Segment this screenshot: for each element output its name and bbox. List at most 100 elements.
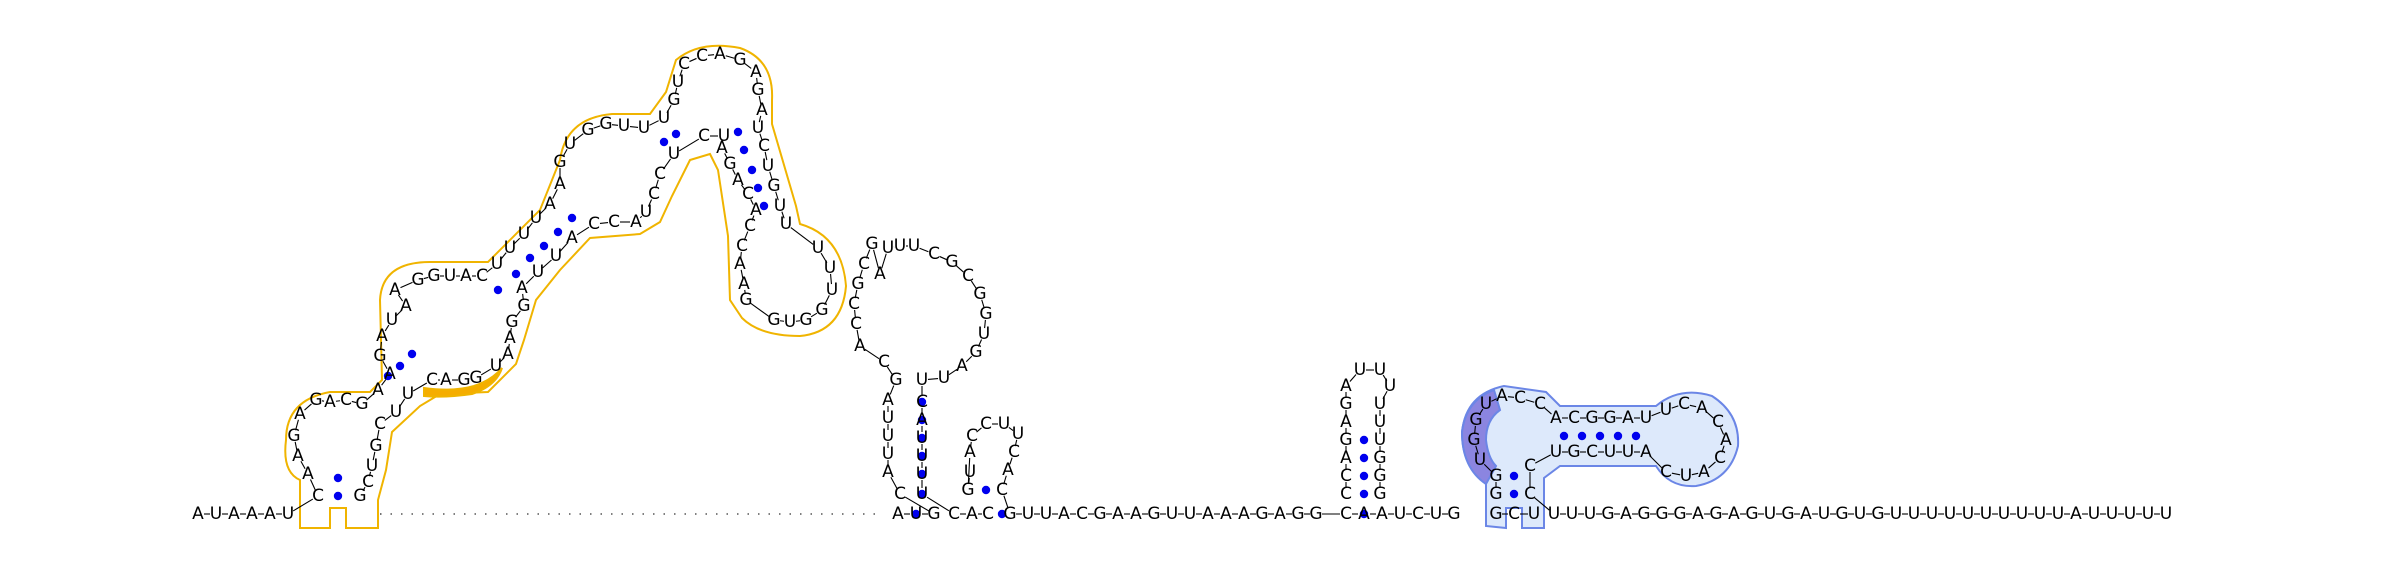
nucleotide-U: U (444, 266, 456, 286)
nucleotide-A: A (246, 504, 258, 524)
nucleotide-A: A (854, 336, 866, 356)
nucleotide-A: A (228, 504, 240, 524)
backbone-bond (965, 355, 973, 363)
nucleotide-C: C (1660, 462, 1672, 482)
nucleotide-U: U (2142, 504, 2154, 524)
nucleotide-U: U (978, 324, 990, 344)
base-pair-dot (1509, 471, 1519, 481)
base-pair-dot (747, 165, 757, 175)
nucleotide-U: U (998, 414, 1010, 434)
backbone-bond (655, 179, 659, 189)
nucleotide-C: C (962, 266, 974, 286)
base-pair-dot (917, 451, 927, 461)
nucleotide-U: U (964, 462, 976, 482)
backbone-bond (769, 171, 773, 181)
backbone-bond (559, 242, 569, 252)
nucleotide-A: A (716, 138, 728, 158)
nucleotide-C: C (1340, 466, 1352, 486)
nucleotide-G: G (945, 252, 958, 272)
backbone-bond (732, 169, 736, 175)
base-pair-dot (395, 361, 405, 371)
backbone-bond (758, 115, 762, 123)
backbone-bond (300, 460, 306, 470)
backbone-bond (919, 247, 929, 253)
nucleotide-C: C (362, 472, 374, 492)
nucleotide-C: C (1340, 484, 1352, 504)
backbone-bond (1719, 427, 1725, 435)
nucleotide-C: C (426, 370, 438, 390)
backbone-bond (939, 255, 947, 261)
nucleotide-A: A (1720, 430, 1732, 450)
backbone-bond (649, 120, 659, 126)
backbone-bond (294, 441, 298, 451)
nucleotide-U: U (282, 504, 294, 524)
nucleotide-U: U (668, 144, 680, 164)
backbone-bond (539, 207, 547, 215)
backbone-bond (889, 385, 895, 395)
backbone-bond (398, 398, 406, 408)
nucleotide-C: C (312, 486, 324, 506)
nucleotide-A: A (294, 404, 306, 424)
backbone-bond (758, 95, 762, 105)
nucleotide-A: A (1622, 408, 1634, 428)
nucleotide-A: A (756, 100, 768, 120)
nucleotide-A: A (1220, 504, 1232, 524)
nucleotide-U: U (910, 504, 922, 524)
nucleotide-G: G (767, 176, 780, 196)
backbone-bond (368, 471, 372, 477)
base-pair-dot (917, 433, 927, 443)
nucleotide-C: C (1534, 394, 1546, 414)
nucleotide-G: G (865, 234, 878, 254)
backbone-bond (1474, 425, 1476, 435)
nucleotide-A: A (1130, 504, 1142, 524)
nucleotide-U: U (1962, 504, 1974, 524)
base-pair-dot (383, 371, 393, 381)
nucleotide-G: G (1339, 394, 1352, 414)
backbone-bond (662, 158, 672, 170)
base-pair-dot (407, 349, 417, 359)
nucleotide-G: G (979, 304, 992, 324)
backbone-bond (678, 138, 700, 152)
nucleotide-U: U (386, 310, 398, 330)
nucleotide-U: U (2016, 504, 2028, 524)
nucleotide-A: A (1620, 504, 1632, 524)
backbone-bond (856, 329, 860, 341)
nucleotide-C: C (744, 216, 756, 236)
nucleotide-U: U (916, 428, 928, 448)
nucleotide-G: G (1567, 442, 1580, 462)
backbone-bond (744, 63, 752, 69)
nucleotide-C: C (982, 504, 994, 524)
nucleotide-U: U (1374, 430, 1386, 450)
backbone-bond (1009, 457, 1013, 465)
backbone-bond (904, 496, 930, 512)
nucleotide-A: A (516, 278, 528, 298)
nucleotide-G: G (969, 342, 982, 362)
nucleotide-A: A (1238, 504, 1250, 524)
nucleotide-C: C (1412, 504, 1424, 524)
base-pair-dot (671, 129, 681, 139)
nucleotide-A: A (1340, 448, 1352, 468)
nucleotide-U: U (1374, 360, 1386, 380)
backbone-bond (1525, 399, 1535, 403)
nucleotide-A: A (1202, 504, 1214, 524)
nucleotide-A: A (1112, 504, 1124, 524)
backbone-bond (741, 184, 745, 190)
nucleotide-G: G (1601, 504, 1614, 524)
nucleotide-A: A (1340, 376, 1352, 396)
nucleotide-U: U (366, 456, 378, 476)
nucleotide-C: C (758, 136, 770, 156)
backbone-bond (781, 211, 785, 219)
nucleotide-U: U (530, 208, 542, 228)
nucleotide-A: A (384, 364, 396, 384)
nucleotide-U: U (504, 238, 516, 258)
nucleotide-U: U (402, 384, 414, 404)
nucleotide-A: A (292, 446, 304, 466)
backbone-bond (611, 124, 619, 126)
backbone-bond (751, 215, 755, 221)
backbone-bond (639, 215, 643, 219)
nucleotide-A: A (400, 296, 412, 316)
nucleotide-G: G (1467, 430, 1480, 450)
backbone-bond (740, 269, 744, 279)
backbone-bond (309, 479, 317, 491)
base-pair-dot (911, 509, 921, 519)
